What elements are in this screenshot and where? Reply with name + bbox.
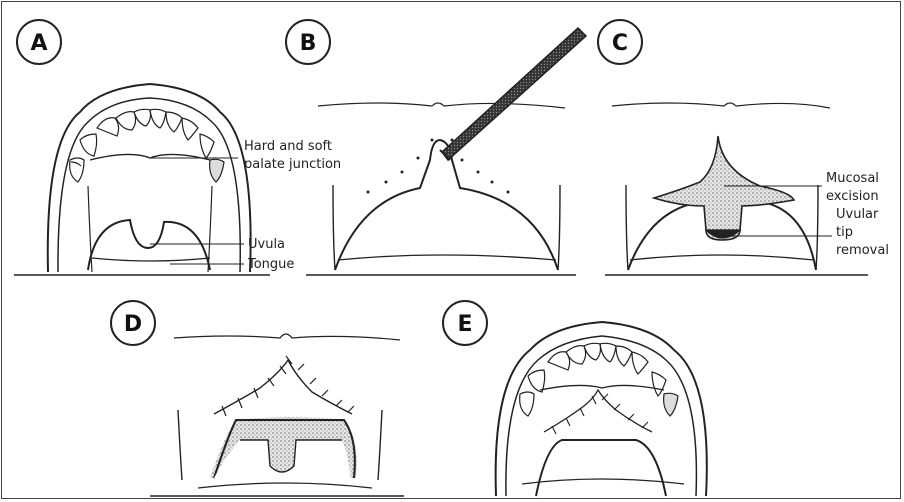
label-tip-line3: removal (836, 243, 889, 258)
svg-text:D: D (124, 312, 142, 337)
label-mucosal-line2: excision (826, 189, 879, 204)
label-tongue: Tongue (247, 257, 294, 272)
label-uvula: Uvula (248, 237, 285, 252)
svg-text:B: B (300, 31, 317, 56)
badge-b: B (286, 20, 330, 64)
badge-c: C (598, 20, 642, 64)
panel-e (496, 322, 707, 496)
label-junction-line1: Hard and soft (244, 139, 332, 154)
panel-d (150, 334, 404, 496)
svg-text:C: C (612, 31, 628, 56)
panel-b (306, 28, 586, 275)
label-junction-line2: palate junction (244, 157, 341, 172)
svg-text:E: E (457, 312, 472, 337)
label-tip-line1: Uvular (836, 207, 879, 222)
badge-e: E (443, 301, 487, 345)
badge-d: D (111, 301, 155, 345)
svg-text:A: A (30, 31, 47, 56)
panel-a (14, 84, 270, 275)
label-tip-line2: tip (836, 225, 853, 240)
label-mucosal-line1: Mucosal (826, 171, 879, 186)
badge-a: A (17, 20, 61, 64)
